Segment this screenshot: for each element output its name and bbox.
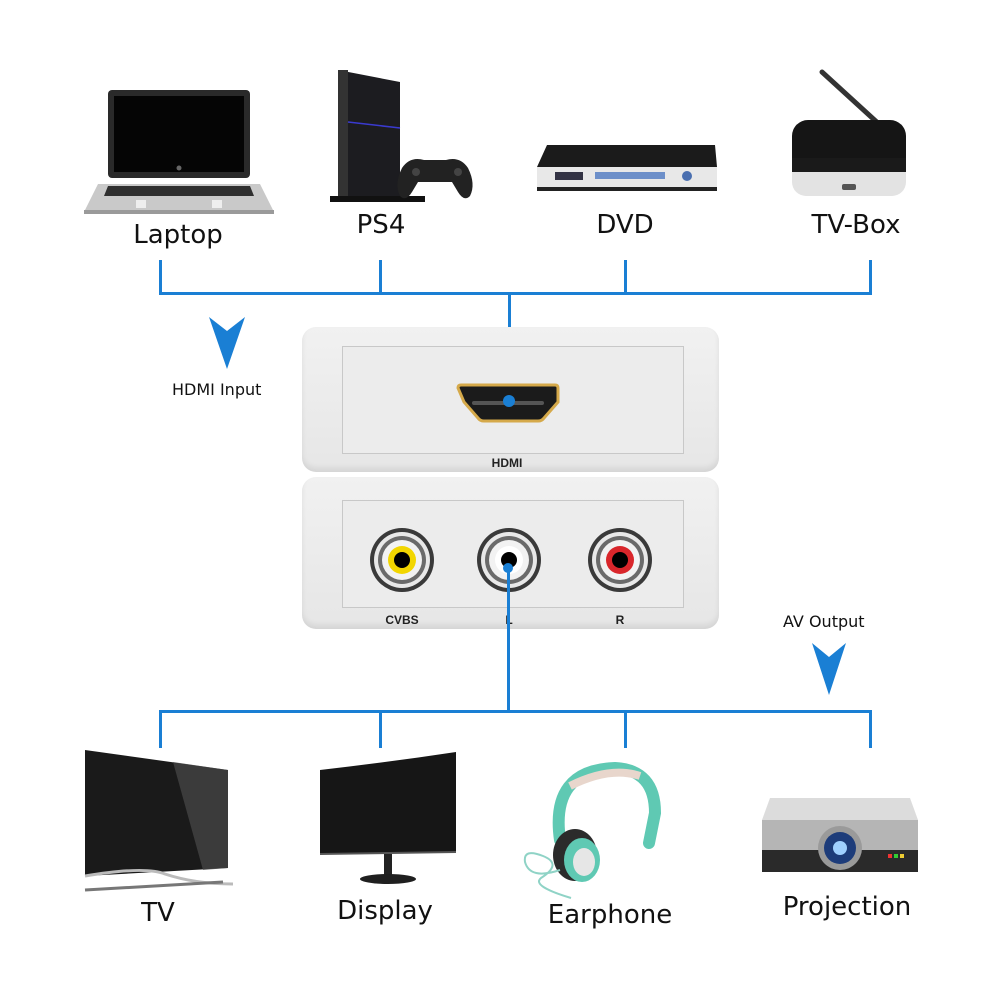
- rca-port-label-r: R: [615, 613, 625, 627]
- av-to-output-line: [507, 568, 510, 713]
- dvd-player-icon: [537, 145, 717, 191]
- output-bus-line: [159, 710, 872, 713]
- output-device-label-projection: Projection: [782, 892, 912, 922]
- input-device-label-laptop: Laptop: [133, 220, 223, 250]
- input-device-label-tv-box: TV-Box: [811, 210, 901, 240]
- tv-box-icon: [792, 69, 906, 196]
- rca-port-r-icon: [588, 528, 652, 592]
- headphones-icon: [523, 761, 662, 899]
- monitor-icon: [319, 752, 457, 884]
- input-drop-line-laptop: [159, 260, 162, 295]
- down-arrow-icon: [209, 317, 245, 369]
- input-drop-line-ps4: [379, 260, 382, 295]
- output-device-label-tv: TV: [141, 898, 175, 928]
- hdmi-input-label: HDMI Input: [172, 380, 262, 399]
- output-drop-line-earphone: [624, 710, 627, 748]
- input-device-label-dvd: DVD: [596, 210, 654, 240]
- output-device-label-earphone: Earphone: [547, 900, 673, 930]
- hdmi-port-label: HDMI: [491, 456, 523, 470]
- input-drop-line-dvd: [624, 260, 627, 295]
- rca-port-label-cvbs: CVBS: [385, 613, 419, 627]
- down-arrow-icon: [812, 643, 846, 695]
- projector-icon: [762, 798, 918, 872]
- ps4-console-icon: [330, 70, 473, 202]
- hdmi-connection-dot: [503, 395, 515, 407]
- input-drop-line-tv-box: [869, 260, 872, 295]
- laptop-icon: [84, 90, 274, 214]
- input-device-label-ps4: PS4: [356, 210, 406, 240]
- input-bus-line: [159, 292, 872, 295]
- rca-port-cvbs-icon: [370, 528, 434, 592]
- output-drop-line-tv: [159, 710, 162, 748]
- output-drop-line-projection: [869, 710, 872, 748]
- tv-icon: [84, 750, 234, 892]
- output-drop-line-display: [379, 710, 382, 748]
- av-output-label: AV Output: [783, 612, 865, 631]
- rca-port-l-icon: [477, 528, 541, 592]
- output-device-label-display: Display: [337, 896, 433, 926]
